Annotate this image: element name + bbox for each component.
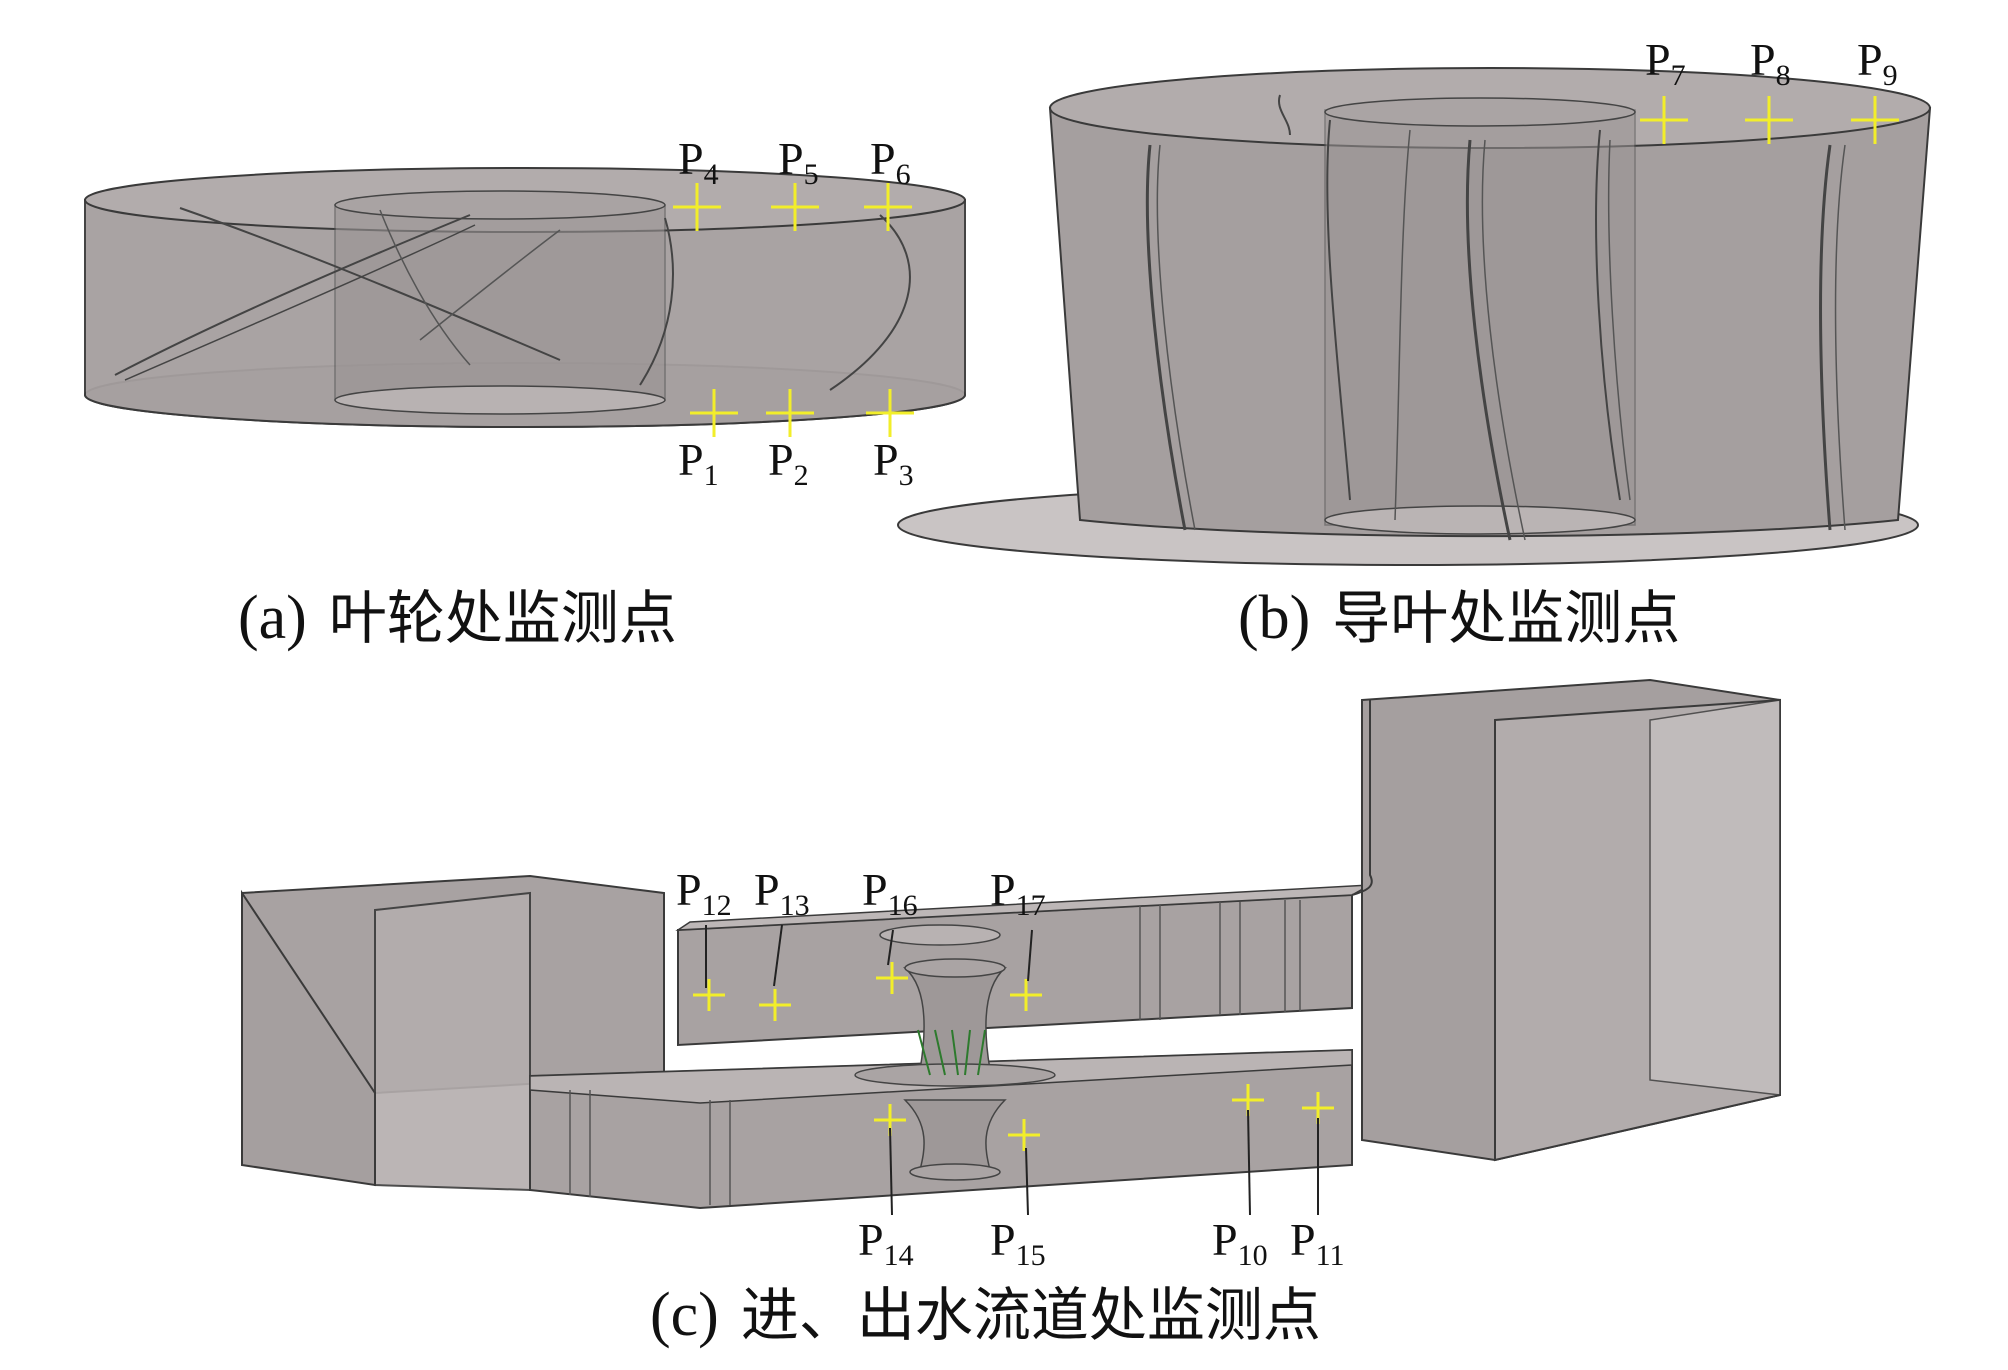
label-p12: P12 (676, 864, 732, 922)
panel-b-markers (1640, 96, 1899, 144)
marker-p15 (1008, 1119, 1040, 1151)
marker-p2 (766, 389, 814, 437)
label-p9: P9 (1857, 34, 1898, 92)
label-p10: P10 (1212, 1214, 1268, 1272)
label-p3: P3 (873, 434, 914, 492)
label-p2: P2 (768, 434, 809, 492)
label-p8: P8 (1750, 34, 1791, 92)
marker-p13 (759, 989, 791, 1021)
label-p15: P15 (990, 1214, 1046, 1272)
panel-b-guide-vane-model (897, 67, 1932, 566)
marker-p4 (673, 183, 721, 231)
marker-p16 (876, 962, 908, 994)
label-p4: P4 (678, 133, 719, 191)
label-p7: P7 (1645, 34, 1686, 92)
marker-p5 (771, 183, 819, 231)
marker-p12 (693, 979, 725, 1011)
panel-c-labels: P12 P13 P16 P17 P14 P15 P10 P11 (676, 864, 1344, 1272)
marker-p7 (1640, 96, 1688, 144)
panel-a-labels: P4 P5 P6 P1 P2 P3 (678, 133, 914, 492)
marker-p3 (866, 389, 914, 437)
panel-a-markers (673, 183, 914, 437)
marker-p17 (1010, 979, 1042, 1011)
marker-p1 (690, 389, 738, 437)
panel-c-leader-lines (705, 924, 1319, 1216)
label-p13: P13 (754, 864, 810, 922)
label-p16: P16 (862, 864, 918, 922)
label-p5: P5 (778, 133, 819, 191)
marker-p9 (1851, 96, 1899, 144)
panel-c-caption: (c)进、出水流道处监测点 (650, 1281, 1321, 1349)
panel-c-conduit-model (241, 678, 1781, 1210)
marker-p8 (1745, 96, 1793, 144)
label-p14: P14 (858, 1214, 914, 1272)
panel-a-caption: (a)叶轮处监测点 (238, 584, 677, 652)
panel-a-impeller-model (84, 167, 966, 428)
panel-b-labels: P7 P8 P9 (1645, 34, 1898, 92)
panel-b-caption: (b)导叶处监测点 (1238, 584, 1680, 652)
label-p11: P11 (1290, 1214, 1344, 1272)
label-p17: P17 (990, 864, 1046, 922)
label-p6: P6 (870, 133, 911, 191)
label-p1: P1 (678, 434, 719, 492)
marker-p6 (864, 183, 912, 231)
